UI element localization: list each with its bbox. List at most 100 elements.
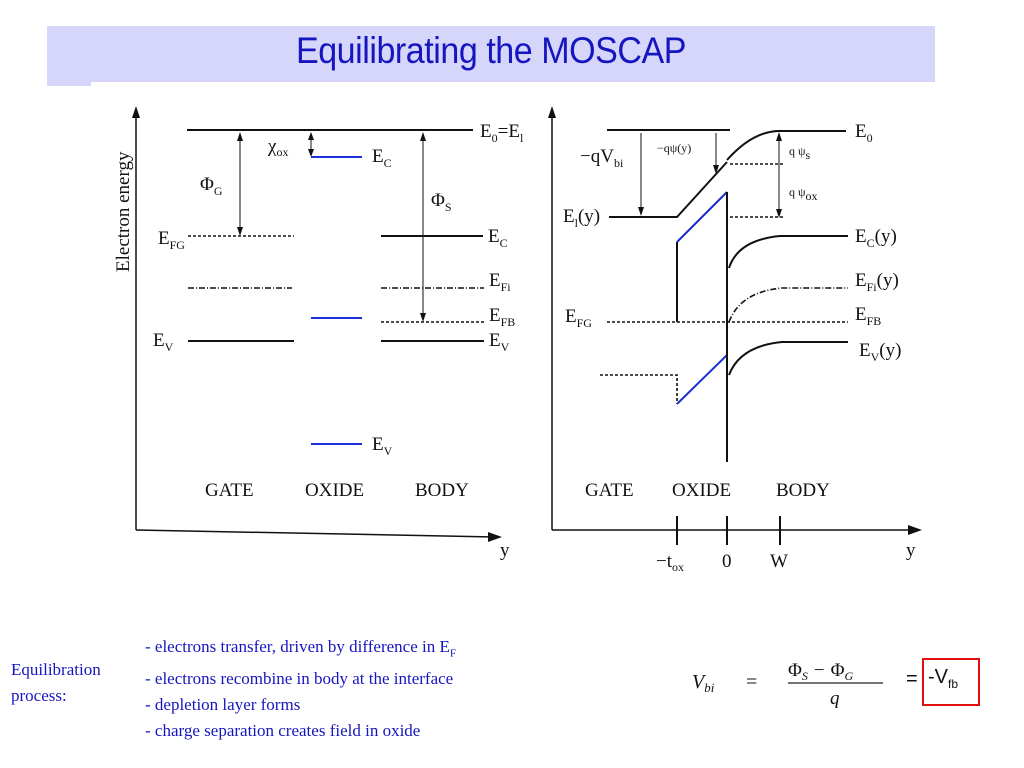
oxide-ev-label: E: [372, 434, 384, 455]
chi-arrow-head-down: [308, 149, 314, 157]
qpsi-y-arrow-head: [713, 165, 719, 174]
svg-text:−tox: −tox: [656, 551, 684, 574]
body-efb-sub: FB: [501, 315, 516, 329]
oxide-ev-sub: V: [384, 444, 393, 458]
right-efi-label: E: [855, 270, 867, 291]
chi-label: χ: [267, 136, 277, 157]
eq-denominator: q: [830, 688, 840, 709]
right-el-sub: l: [575, 216, 579, 230]
bullet-item-2: - electrons recombine in body at the int…: [145, 669, 454, 689]
eq-equals-result: =: [906, 668, 918, 690]
svg-text:EFi: EFi: [489, 270, 511, 294]
right-efi-sub: Fi: [867, 280, 878, 294]
left-x-axis-arrow: [488, 532, 502, 542]
slide-title: Equilibrating the MOSCAP: [295, 30, 687, 71]
oxide-ec-sub: C: [384, 156, 392, 170]
eq-num-b-sub: G: [845, 669, 854, 683]
vfb-result-text: -V: [928, 666, 948, 688]
process-bullet-list: - electrons transfer, driven by differen…: [145, 634, 456, 744]
tick-w-label: W: [770, 551, 788, 572]
qvbi-sub: bi: [614, 156, 624, 170]
gate-efg-sub: FG: [170, 238, 186, 252]
svg-text:EV: EV: [372, 434, 393, 458]
qpsi-y-label: −qψ(y): [657, 141, 691, 155]
phi-g-arrow-head-up: [237, 132, 243, 141]
svg-text:EFB: EFB: [489, 305, 515, 329]
qvbi-arrow-head: [638, 207, 644, 216]
right-gate-ev: [600, 374, 678, 404]
eq-num-b: Φ: [831, 660, 845, 681]
phi-s-sub: S: [445, 200, 452, 214]
bullet-item-3: - depletion layer forms: [145, 695, 301, 715]
right-band-diagram: y −tox 0 W E0 El(y) −qVbi −qψ(y) q ψs q …: [548, 106, 922, 574]
right-x-axis-label: y: [906, 540, 916, 561]
right-body-ev: [728, 341, 848, 376]
body-efi-label: E: [489, 270, 501, 291]
right-gate-label: GATE: [585, 480, 634, 501]
left-e0-sub2: l: [520, 131, 524, 145]
svg-text:q ψs: q ψs: [789, 144, 811, 162]
bullet-1-text: - electrons transfer, driven by differen…: [145, 637, 450, 656]
phi-s-label: Φ: [431, 190, 445, 211]
title-band: [47, 26, 935, 82]
svg-text:EV: EV: [153, 330, 174, 354]
eq-minus: −: [814, 660, 825, 681]
phi-s-arrow-head-up: [420, 132, 426, 141]
body-ev-label: E: [489, 330, 501, 351]
right-efb-label: E: [855, 304, 867, 325]
psi-arrow-head-down: [776, 209, 782, 218]
svg-text:ΦS: ΦS: [431, 190, 452, 214]
body-efi-sub: Fi: [501, 280, 512, 294]
left-x-axis: [135, 529, 496, 538]
svg-text:Vbi: Vbi: [692, 671, 715, 695]
body-ec-label: E: [488, 226, 500, 247]
phi-g-sub: G: [214, 184, 223, 198]
bullet-1-sub: F: [449, 647, 456, 660]
body-ec-sub: C: [500, 236, 508, 250]
qvbi-label: −qV: [580, 146, 614, 167]
phi-s-arrow-head-down: [420, 313, 426, 322]
right-el-arg: (y): [578, 206, 600, 227]
svg-text:χox: χox: [267, 136, 288, 159]
gate-ev-label: E: [153, 330, 165, 351]
svg-text:EFB: EFB: [855, 304, 881, 328]
right-ev-arg: (y): [879, 340, 901, 361]
right-el-label: E: [563, 206, 575, 227]
svg-text:ΦS−ΦG: ΦS−ΦG: [788, 660, 854, 683]
svg-text:ΦG: ΦG: [200, 174, 223, 198]
right-y-axis-arrow: [548, 106, 556, 118]
left-y-axis-label: Electron energy: [113, 151, 134, 272]
phi-g-arrow-head-down: [237, 227, 243, 236]
vfb-result-sub: fb: [948, 677, 959, 691]
left-band-diagram: y Electron energy E0=El χox EC ΦG ΦS EFG…: [113, 106, 524, 561]
gate-ev-sub: V: [165, 340, 174, 354]
process-label-line-2: process:: [11, 686, 67, 705]
right-oxide-ec: [676, 191, 728, 243]
svg-text:EV: EV: [489, 330, 510, 354]
chi-sub: ox: [276, 145, 288, 159]
qpsi-ox-label: q ψ: [789, 185, 806, 199]
left-oxide-label: OXIDE: [305, 480, 364, 501]
eq-num-a-sub: S: [802, 669, 808, 683]
process-label-line-1: Equilibration: [11, 660, 101, 679]
right-ec-arg: (y): [875, 226, 897, 247]
right-efg-label: E: [565, 306, 577, 327]
right-el-line: [609, 161, 728, 218]
bullet-item-4: - charge separation creates field in oxi…: [145, 721, 421, 741]
qpsi-s-label: q ψ: [789, 144, 806, 158]
svg-text:q ψox: q ψox: [789, 185, 818, 203]
gate-efg-label: E: [158, 228, 170, 249]
svg-text:EC: EC: [372, 146, 392, 170]
chi-arrow-head-up: [308, 132, 314, 140]
right-body-label: BODY: [776, 480, 830, 501]
right-body-ec: [728, 235, 848, 269]
right-ec-label: E: [855, 226, 867, 247]
vfb-highlight-box: [922, 658, 980, 706]
right-x-axis-arrow: [908, 525, 922, 535]
right-efi-arg: (y): [877, 270, 899, 291]
right-e0-label: E: [855, 121, 867, 142]
right-vacuum-body: [726, 130, 846, 161]
left-e0-sub: 0: [492, 131, 498, 145]
svg-text:EV(y): EV(y): [859, 340, 901, 364]
right-e0-sub: 0: [867, 131, 873, 145]
